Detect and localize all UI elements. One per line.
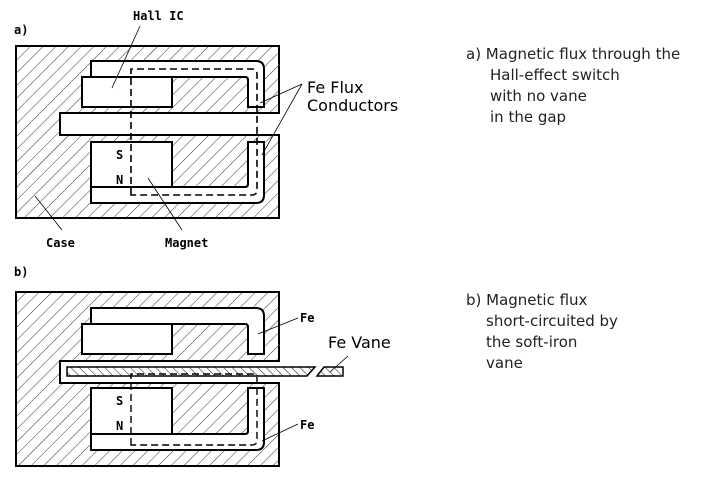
case-label: Case [46, 236, 75, 250]
caption-b-line: the soft-iron [486, 333, 578, 351]
caption-a-line: Hall-effect switch [490, 66, 620, 84]
flux-path-dashed [130, 68, 258, 196]
flux-conductors-label-line1: Fe Flux [307, 78, 364, 97]
upper-flux-conductor [90, 60, 265, 108]
hall-ic [81, 323, 173, 355]
pole-n: N [116, 173, 123, 187]
upper-fe-conductor [90, 307, 265, 355]
caption-b-line: short-circuited by [486, 312, 618, 330]
fe-vane-label: Fe Vane [328, 333, 391, 352]
pole-s: S [116, 394, 123, 408]
caption-b-line: b) Magnetic flux [466, 291, 588, 309]
diagram-a: a) S N Hall IC Case Magnet Fe Flux Condu… [14, 9, 398, 250]
diagram-b: b) S N Fe Fe Fe Vane [14, 265, 391, 467]
pole-n: N [116, 419, 123, 433]
flux-conductors-label-line2: Conductors [307, 96, 398, 115]
fe-vane [66, 366, 317, 377]
caption-b: b) Magnetic flux short-circuited by the … [466, 290, 618, 374]
flux-path-dashed [130, 373, 258, 446]
hall-ic [81, 76, 173, 108]
pole-s: S [116, 148, 123, 162]
magnet-label: Magnet [165, 236, 208, 250]
caption-a: a) Magnetic flux through the Hall-effect… [466, 44, 680, 128]
fe-top-label: Fe [300, 311, 314, 325]
diagram-b-tag: b) [14, 265, 28, 279]
diagram-a-tag: a) [14, 23, 28, 37]
fe-bottom-label: Fe [300, 418, 314, 432]
caption-a-line: a) Magnetic flux through the [466, 45, 681, 63]
caption-a-line: with no vane [490, 87, 587, 105]
caption-a-line: in the gap [490, 108, 567, 126]
hall-ic-label: Hall IC [133, 9, 184, 23]
caption-b-line: vane [486, 354, 523, 372]
